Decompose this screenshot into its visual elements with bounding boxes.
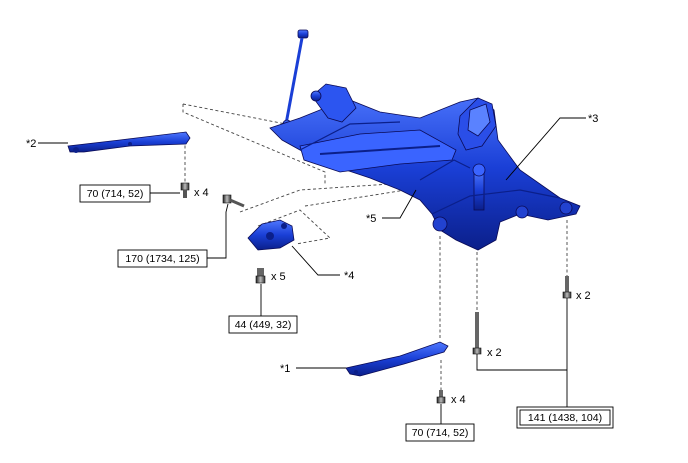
callout-1: *1 — [280, 363, 290, 375]
qty-frame-left: x 2 — [487, 347, 502, 359]
svg-text:70 (714, 52): 70 (714, 52) — [412, 427, 469, 439]
nut-icon — [255, 268, 266, 284]
bolt-icon — [436, 390, 446, 404]
suspension-member-assembly — [269, 29, 581, 251]
svg-text:44 (449, 32): 44 (449, 32) — [235, 319, 292, 331]
bolt-icon — [222, 194, 245, 208]
torque-box-brace-bottom: 70 (714, 52) — [405, 423, 475, 442]
engine-mount-bracket — [247, 219, 295, 251]
svg-text:170 (1734, 125): 170 (1734, 125) — [125, 253, 199, 265]
torque-box-mount-nut: 44 (449, 32) — [228, 315, 298, 334]
qty-mount-nut: x 5 — [271, 271, 286, 283]
fasteners — [180, 182, 572, 404]
svg-text:70 (714, 52): 70 (714, 52) — [87, 188, 144, 200]
bolt-icon — [472, 312, 482, 355]
qty-brace-bottom: x 4 — [451, 394, 466, 406]
bolt-icon — [562, 276, 572, 299]
torque-box-mount-bolt: 170 (1734, 125) — [117, 249, 208, 268]
qty-brace-top: x 4 — [194, 187, 209, 199]
callout-3: *3 — [588, 113, 598, 125]
torque-box-brace-top: 70 (714, 52) — [79, 184, 151, 203]
lower-brace — [345, 341, 449, 377]
torque-box-frame: 141 (1438, 104) — [516, 406, 614, 429]
callout-5: *5 — [366, 213, 376, 225]
front-brace-upper — [67, 131, 191, 153]
callout-4: *4 — [344, 270, 354, 282]
leader-lines — [38, 117, 586, 424]
svg-text:141 (1438, 104): 141 (1438, 104) — [528, 412, 602, 424]
qty-frame-right: x 2 — [576, 290, 591, 302]
callout-2: *2 — [26, 138, 36, 150]
bolt-icon — [180, 182, 190, 198]
